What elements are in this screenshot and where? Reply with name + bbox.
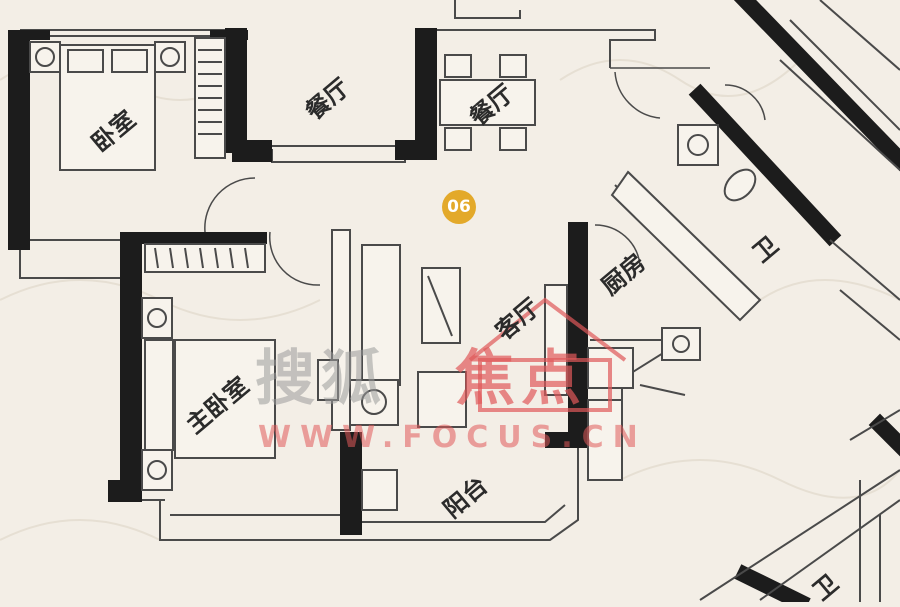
- door-swings: [204, 67, 766, 286]
- wardrobe-small: [194, 37, 226, 159]
- living-furniture: [317, 229, 568, 431]
- watermark-house: [468, 297, 627, 412]
- balcony-items: [361, 399, 623, 511]
- watermark-text-red: 焦点: [455, 344, 587, 414]
- wardrobe-master: [144, 243, 266, 273]
- bed-master: [141, 297, 276, 491]
- diagonal-walls: [688, 0, 900, 602]
- watermark-text-gray: 搜狐: [255, 344, 387, 414]
- unit-number-badge: 06: [442, 190, 476, 224]
- watermark-url: WWW.FOCUS.CN: [258, 420, 647, 455]
- dining-table: [439, 54, 536, 151]
- walls: [8, 28, 590, 535]
- bathroom-fixtures: [677, 124, 757, 202]
- bed-small: [29, 41, 186, 171]
